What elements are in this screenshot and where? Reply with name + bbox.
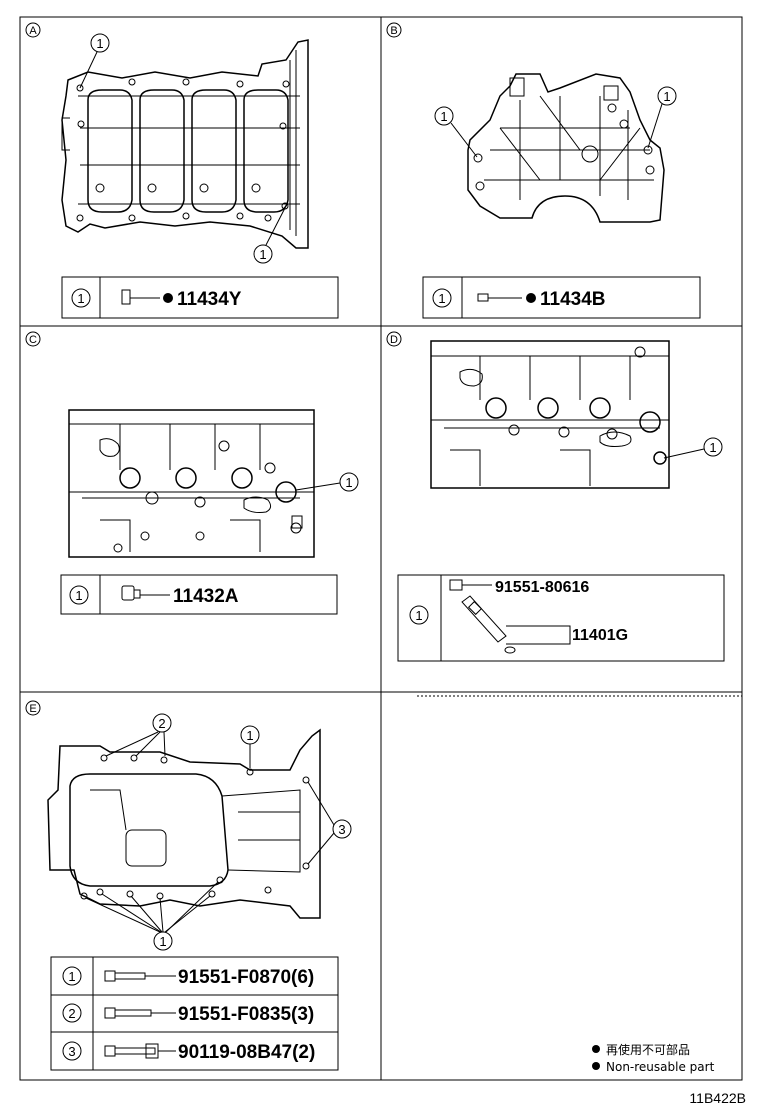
panel-d: D 1 1 [386,331,742,697]
part-number-e-2: 91551-F0835(3) [178,1004,314,1025]
callout-c: 1 [295,472,359,492]
bolt-icon [104,1007,176,1019]
callout-a-bottom: 1 [253,207,286,264]
svg-text:2: 2 [158,716,165,731]
svg-text:3: 3 [338,822,345,837]
panel-c: C 1 [25,331,359,615]
part-number-d-assembly: 11401G [572,627,628,644]
non-reusable-dot-icon [163,293,173,303]
panel-letter-b: B [386,22,402,38]
svg-text:1: 1 [75,588,82,603]
panel-letter-d: D [386,331,402,347]
panel-letter-c: C [25,331,41,347]
engine-block-top-view [61,39,309,249]
svg-text:1: 1 [440,109,447,124]
part-number-a: 11434Y [177,289,242,310]
callout-b-right: 1 [647,86,677,149]
parts-table-b: 1 11434B [422,276,701,319]
callout-e-1-bottom: 1 [85,881,219,951]
svg-text:E: E [29,703,36,715]
legend-jp: 再使用不可部品 [606,1042,690,1057]
svg-text:3: 3 [68,1044,75,1059]
svg-text:1: 1 [415,608,422,623]
non-reusable-dot-icon [526,293,536,303]
callout-e-2: 2 [105,713,172,757]
ref-number-icon: 1 [71,288,91,308]
engine-block-side-view-d [430,340,670,489]
callout-e-3: 3 [307,781,352,865]
ring-dowel-icon [121,289,160,305]
svg-text:1: 1 [709,440,716,455]
panel-e: E 2 1 [25,700,352,1071]
callout-e-1-top: 1 [240,725,260,768]
svg-text:1: 1 [438,291,445,306]
callout-b-left: 1 [434,106,478,158]
bolt-icon [449,579,492,591]
grid-frame [19,16,743,1081]
plug-icon [121,585,170,601]
parts-row-2: 2 91551-F0835(3) [62,1003,314,1025]
svg-text:1: 1 [77,291,84,306]
ref-number-icon: 2 [62,1003,82,1023]
svg-text:1: 1 [246,728,253,743]
legend: 再使用不可部品 Non-reusable part [592,1042,715,1074]
parts-table-c: 1 11432A [60,574,338,615]
ref-number-icon: 1 [69,585,89,605]
callout-a-top: 1 [79,33,110,89]
bolt-icon [104,1043,176,1059]
legend-en: Non-reusable part [606,1060,715,1074]
svg-text:1: 1 [259,247,266,262]
panel-b: B 1 1 1 [386,22,701,319]
svg-text:B: B [390,25,397,37]
parts-table-e: 1 91551-F0870(6) 2 9 [50,956,339,1071]
oil-pan-view [47,728,321,919]
svg-text:1: 1 [68,969,75,984]
svg-text:1: 1 [159,934,166,949]
ref-number-icon: 1 [62,966,82,986]
svg-text:C: C [29,334,37,346]
svg-text:1: 1 [96,36,103,51]
engine-block-end-view [467,73,665,223]
engine-block-side-view [68,409,315,558]
parts-table-d: 1 91551-80616 11401G [397,574,725,662]
svg-text:2: 2 [68,1006,75,1021]
nozzle-icon [461,595,571,654]
callout-d: 1 [663,437,723,459]
ref-number-icon: 1 [432,288,452,308]
ref-number-icon: 3 [62,1041,82,1061]
part-number-e-1: 91551-F0870(6) [178,967,314,988]
part-number-b: 11434B [540,289,606,310]
svg-text:1: 1 [663,89,670,104]
panel-letter-e: E [25,700,41,716]
parts-row-1: 1 91551-F0870(6) [62,966,314,988]
part-number-e-3: 90119-08B47(2) [178,1042,315,1063]
parts-table-a: 1 11434Y [61,276,339,319]
part-number-d-bolt: 91551-80616 [495,579,589,596]
panel-letter-a: A [25,22,41,38]
svg-text:1: 1 [345,475,352,490]
non-reusable-dot-icon [592,1062,600,1070]
panel-a: A [25,22,339,319]
ref-number-icon: 1 [409,605,429,625]
ring-dowel-icon [477,293,522,302]
non-reusable-dot-icon [592,1045,600,1053]
figure-code: 11B422B [689,1090,746,1106]
svg-text:A: A [29,25,37,37]
svg-text:D: D [390,334,398,346]
bolt-icon [104,970,176,982]
part-number-c: 11432A [173,586,239,607]
parts-row-3: 3 90119-08B47(2) [62,1041,315,1063]
